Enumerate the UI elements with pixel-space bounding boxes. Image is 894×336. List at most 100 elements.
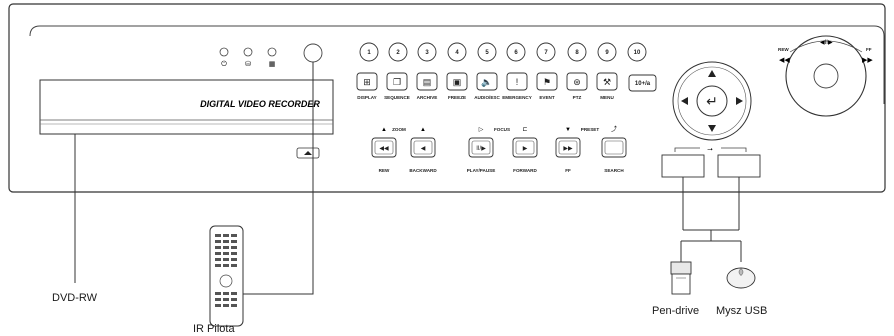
playback-glyph-icon: ◀ xyxy=(421,146,426,152)
remote-key xyxy=(231,252,237,255)
usb-port-2[interactable] xyxy=(717,154,761,178)
zoom-label: ZOOM xyxy=(392,127,406,132)
playback-key-button[interactable]: ◀BACKWARD xyxy=(409,137,437,173)
number-key-label: 2 xyxy=(396,50,400,56)
focus-near-icon: ▷ xyxy=(479,127,484,133)
remote-key xyxy=(215,258,221,261)
number-key-button[interactable]: 4 xyxy=(447,42,467,62)
preset-go-icon: ⤴ xyxy=(611,125,617,133)
remote-key xyxy=(231,240,237,243)
pen-drive xyxy=(670,261,692,295)
ptz-camera-icon: ⊛ xyxy=(573,77,581,87)
enter-button[interactable]: ↵ xyxy=(696,85,728,117)
number-key-button[interactable]: 10 xyxy=(627,42,647,62)
grid-icon: ⊞ xyxy=(363,77,371,87)
zoom-out-icon: ▲ xyxy=(381,127,387,133)
playback-key-button[interactable]: SEARCH xyxy=(601,137,627,173)
number-key-button[interactable]: 9 xyxy=(597,42,617,62)
number-key-label: 8 xyxy=(575,50,579,56)
remote-key xyxy=(231,298,237,301)
function-key-label: SEQUENCE xyxy=(384,95,410,100)
hdd-icon: ⛁ xyxy=(245,60,251,68)
remote-key xyxy=(215,298,221,301)
usb-ports: ⭢ xyxy=(661,146,761,178)
number-key-label: 3 xyxy=(425,50,429,56)
playback-keys: ◀◀REW ◀BACKWARD II/▶PLAY/PAUSE ▶ FORWARD ▶▶FF… xyxy=(371,137,627,173)
nav-down-button[interactable] xyxy=(708,125,716,132)
playback-glyph-icon: ▶▶ xyxy=(563,146,573,152)
number-key-label: 10 xyxy=(634,50,641,56)
jog-ff-label: FF xyxy=(866,47,872,52)
function-key-button[interactable]: ⊛ PTZ xyxy=(566,72,588,100)
playback-key-label: SEARCH xyxy=(604,168,624,173)
jog-rew-icon: ◀◀ xyxy=(779,57,790,64)
remote-key xyxy=(231,264,237,267)
number-key-button[interactable]: 10+/a xyxy=(628,74,657,92)
function-key-label: EMERGENCY xyxy=(502,95,532,100)
playback-glyph-icon: ◀◀ xyxy=(379,146,389,152)
number-key-label: 1 xyxy=(367,50,371,56)
navigation-pad: ↵ xyxy=(672,61,752,141)
function-key-button[interactable]: ▤ARCHIVE xyxy=(416,72,438,100)
function-key-button[interactable]: ▣FREEZE xyxy=(446,72,468,100)
number-key-button[interactable]: 2 xyxy=(388,42,408,62)
function-key-button[interactable]: ⚑EVENT xyxy=(536,72,558,100)
panel-bezel xyxy=(29,25,885,104)
nav-up-button[interactable] xyxy=(708,70,716,77)
zoom-in-icon: ▲ xyxy=(420,127,426,133)
function-key-button[interactable]: ! EMERGENCY xyxy=(502,72,532,100)
number-key-button[interactable]: 7 xyxy=(536,42,556,62)
pen-drive-label: Pen-drive xyxy=(652,305,699,317)
playback-key-button[interactable]: II/▶PLAY/PAUSE xyxy=(467,137,496,173)
remote-key xyxy=(231,246,237,249)
ir-receiver xyxy=(303,43,323,63)
remote-key xyxy=(223,298,229,301)
remote-key xyxy=(215,246,221,249)
playback-glyph-icon: II/▶ xyxy=(476,146,486,152)
usb-port-1[interactable] xyxy=(661,154,705,178)
function-key-label: ARCHIVE xyxy=(417,95,438,100)
function-key-label: PTZ xyxy=(573,95,582,100)
playback-key-button[interactable]: ▶ FORWARD xyxy=(512,137,538,173)
playback-glyph-icon: ▶ xyxy=(523,146,528,152)
function-key-label: AUDIO/ESC xyxy=(474,95,500,100)
function-key-label: DISPLAY xyxy=(357,95,377,100)
remote-key xyxy=(223,234,229,237)
usb-mouse-label: Mysz USB xyxy=(716,305,767,317)
dvd-rw-label: DVD-RW xyxy=(52,292,98,304)
playback-key-button[interactable]: ▶▶FF xyxy=(555,137,581,173)
number-key-button[interactable]: 3 xyxy=(417,42,437,62)
jog-shuttle[interactable] xyxy=(785,35,867,117)
function-key-label: FREEZE xyxy=(448,95,466,100)
number-key-button[interactable]: 6 xyxy=(506,42,526,62)
playback-key-button[interactable]: ◀◀REW xyxy=(371,137,397,173)
number-key-label: 7 xyxy=(544,50,548,56)
eject-icon xyxy=(304,151,312,155)
number-key-button[interactable]: 5 xyxy=(477,42,497,62)
function-key-button[interactable]: 🔈 AUDIO/ESC xyxy=(474,72,500,100)
enter-icon: ↵ xyxy=(706,93,718,109)
running-man-icon: ⚑ xyxy=(543,77,551,87)
power-icon: ⏻ xyxy=(221,60,227,68)
number-key-button[interactable]: 1 xyxy=(359,42,379,62)
number-key-label: 4 xyxy=(455,50,459,56)
exclamation-icon: ! xyxy=(516,77,519,87)
remote-key xyxy=(215,252,221,255)
number-key-label: 6 xyxy=(514,50,518,56)
number-key-button[interactable]: 8 xyxy=(567,42,587,62)
jog-rew-label: REW xyxy=(778,47,789,52)
eject-button[interactable] xyxy=(296,147,320,159)
function-key-button[interactable]: ⊞ DISPLAY xyxy=(356,72,378,100)
playback-key-label: FORWARD xyxy=(513,168,537,173)
nav-right-button[interactable] xyxy=(736,97,743,105)
dvd-tray[interactable] xyxy=(39,79,334,135)
function-key-button[interactable]: ❐ SEQUENCE xyxy=(384,72,410,100)
nav-left-button[interactable] xyxy=(681,97,688,105)
remote-key xyxy=(231,304,237,307)
function-key-button[interactable]: ⚒MENU xyxy=(596,72,618,100)
remote-key xyxy=(215,264,221,267)
speaker-icon: 🔈 xyxy=(481,77,492,88)
remote-key xyxy=(215,304,221,307)
remote-key xyxy=(223,258,229,261)
sequence-icon: ❐ xyxy=(393,77,401,87)
